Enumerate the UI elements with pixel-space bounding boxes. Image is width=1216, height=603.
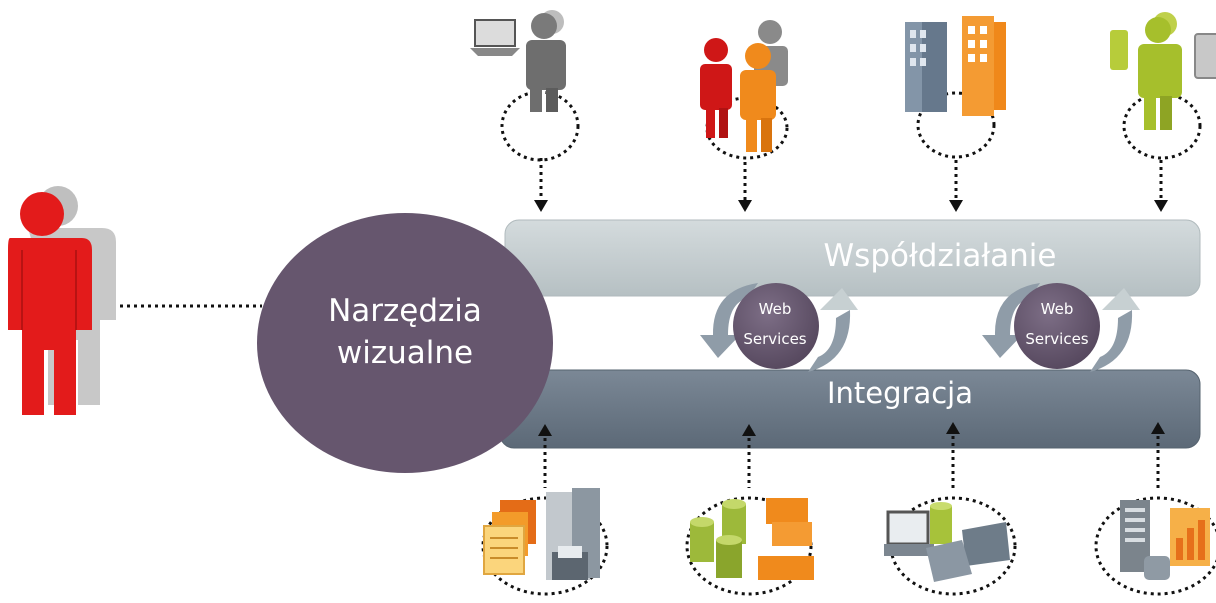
web-services-line2: Services	[1025, 330, 1089, 348]
web-services-icon	[700, 283, 858, 372]
up-arrow-icon	[538, 424, 552, 436]
visual-tools-line1: Narzędzia	[328, 293, 482, 329]
down-arrow-icon	[534, 200, 548, 212]
web-services-label: Web Services	[1007, 294, 1107, 354]
server-chart-icon	[1094, 496, 1216, 596]
collaboration-label: Współdziałanie	[823, 238, 1057, 274]
buildings-icon	[905, 16, 1006, 159]
computer-database-icon	[884, 496, 1017, 596]
bottom-arrows	[543, 436, 1160, 488]
web-services-line2: Services	[743, 330, 807, 348]
visual-tools-circle	[257, 213, 553, 473]
visual-tools-line2: wizualne	[336, 335, 474, 371]
down-arrow-icon	[1154, 200, 1168, 212]
user-icon	[8, 186, 116, 415]
up-arrow-icon	[946, 422, 960, 434]
visual-tools-label: Narzędzia wizualne	[265, 290, 545, 374]
web-services-line1: Web	[1040, 300, 1074, 318]
top-arrows	[539, 158, 1163, 203]
person-mobile-icon	[1110, 12, 1216, 160]
web-services-label: Web Services	[725, 294, 825, 354]
documents-server-icon	[481, 488, 609, 596]
web-services-icon	[982, 283, 1140, 372]
person-laptop-icon	[470, 10, 580, 162]
up-arrow-icon	[1151, 422, 1165, 434]
web-services-line1: Web	[758, 300, 792, 318]
down-arrow-icon	[738, 200, 752, 212]
up-arrow-icon	[742, 424, 756, 436]
down-arrow-icon	[949, 200, 963, 212]
integration-label: Integracja	[826, 376, 974, 410]
people-group-icon	[700, 20, 789, 160]
databases-icon	[685, 496, 814, 596]
